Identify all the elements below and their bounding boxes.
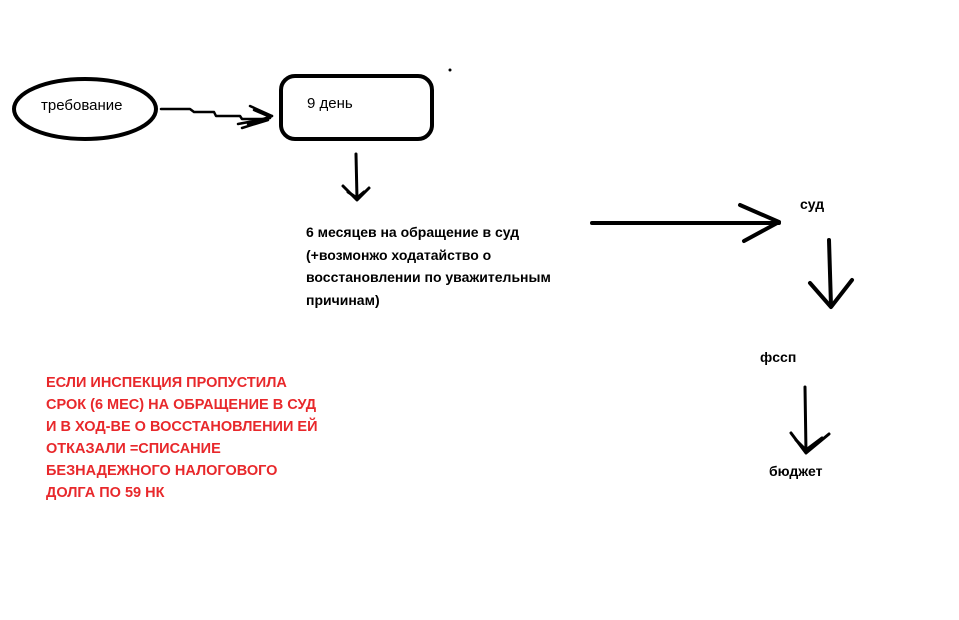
node-fssp-label: фссп [760, 349, 797, 365]
arrow-sud-to-fssp [808, 238, 854, 309]
note-line-1: ЕСЛИ ИНСПЕКЦИЯ ПРОПУСТИЛА [46, 375, 287, 391]
red-note: ЕСЛИ ИНСПЕКЦИЯ ПРОПУСТИЛА СРОК (6 МЕС) Н… [46, 372, 366, 504]
node-trebovanie-ellipse [12, 77, 158, 141]
node-budzhet-label: бюджет [769, 463, 823, 479]
six-months-line-4: причинам) [306, 291, 380, 308]
node-trebovanie-label: требование [41, 97, 123, 114]
note-line-2: СРОК (6 МЕС) НА ОБРАЩЕНИЕ В СУД [46, 397, 317, 413]
node-day9-label: 9 день [307, 95, 353, 112]
note-line-6: ДОЛГА ПО 59 НК [46, 485, 165, 501]
note-line-3: И В ХОД-ВЕ О ВОССТАНОВЛЕНИИ ЕЙ [46, 419, 318, 435]
arrow-day9-to-six-months [341, 152, 371, 202]
arrow-six-months-to-sud [590, 203, 781, 243]
arrow-trebovanie-to-day9 [159, 104, 274, 130]
node-six-months-label: 6 месяцев на обращение в суд (+возмонжо … [306, 221, 606, 311]
note-line-5: БЕЗНАДЕЖНОГО НАЛОГОВОГО [46, 463, 278, 479]
note-line-4: ОТКАЗАЛИ =СПИСАНИЕ [46, 441, 221, 457]
six-months-line-1: 6 месяцев на обращение в суд [306, 224, 520, 240]
arrow-fssp-to-budzhet [789, 385, 831, 455]
node-day9-box [279, 74, 434, 141]
six-months-line-2: (+возмонжо ходатайство о [306, 246, 492, 263]
stray-dot [448, 68, 452, 72]
node-sud-label: суд [800, 196, 825, 212]
six-months-line-3: восстановлении по уважительным [306, 269, 551, 285]
